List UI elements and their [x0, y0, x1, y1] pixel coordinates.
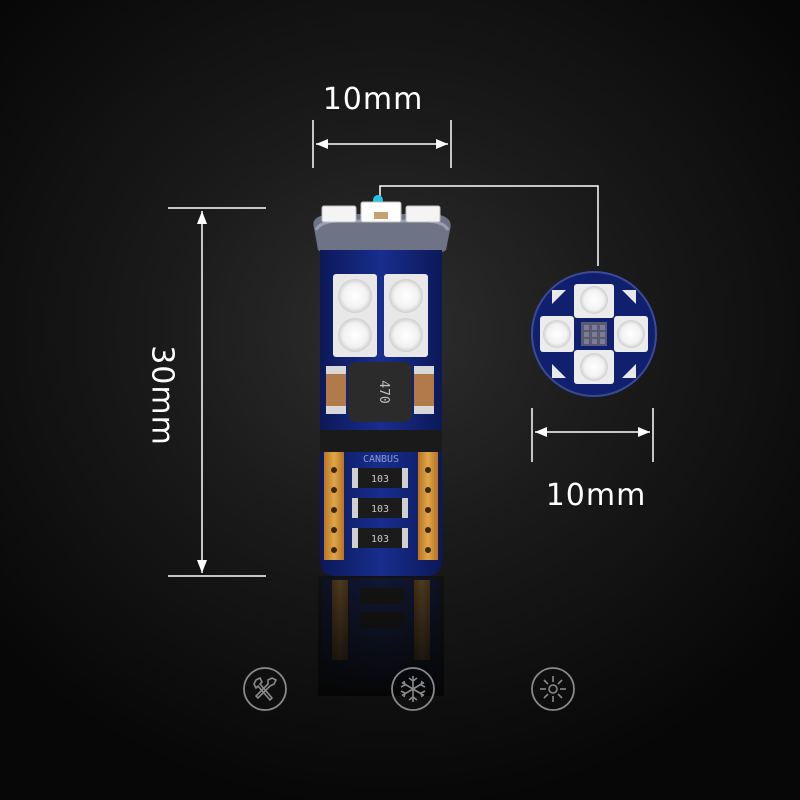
tools-icon: [243, 667, 287, 711]
length-label: 30mm: [144, 345, 180, 446]
svg-text:103: 103: [371, 474, 389, 485]
snowflake-icon: [391, 667, 435, 711]
smd-led-grid: [333, 274, 428, 357]
inductor-marking: 470: [376, 380, 391, 403]
length-dimension: [168, 207, 266, 577]
front-width-label: 10mm: [545, 478, 647, 513]
resistor-2: 103: [352, 498, 408, 518]
board-reflection: [318, 576, 444, 696]
sun-icon: [531, 667, 575, 711]
svg-text:103: 103: [371, 534, 389, 545]
led-bulb-board: 470 CANBUS 103 103: [313, 201, 451, 576]
canbus-marking: CANBUS: [363, 454, 399, 465]
front-width-dimension: [531, 408, 654, 462]
front-view: [531, 271, 657, 397]
resistor-3: 103: [352, 528, 408, 548]
width-label: 10mm: [322, 82, 424, 117]
resistor-1: 103: [352, 468, 408, 488]
top-width-dimension: [312, 120, 452, 168]
svg-text:103: 103: [371, 504, 389, 515]
